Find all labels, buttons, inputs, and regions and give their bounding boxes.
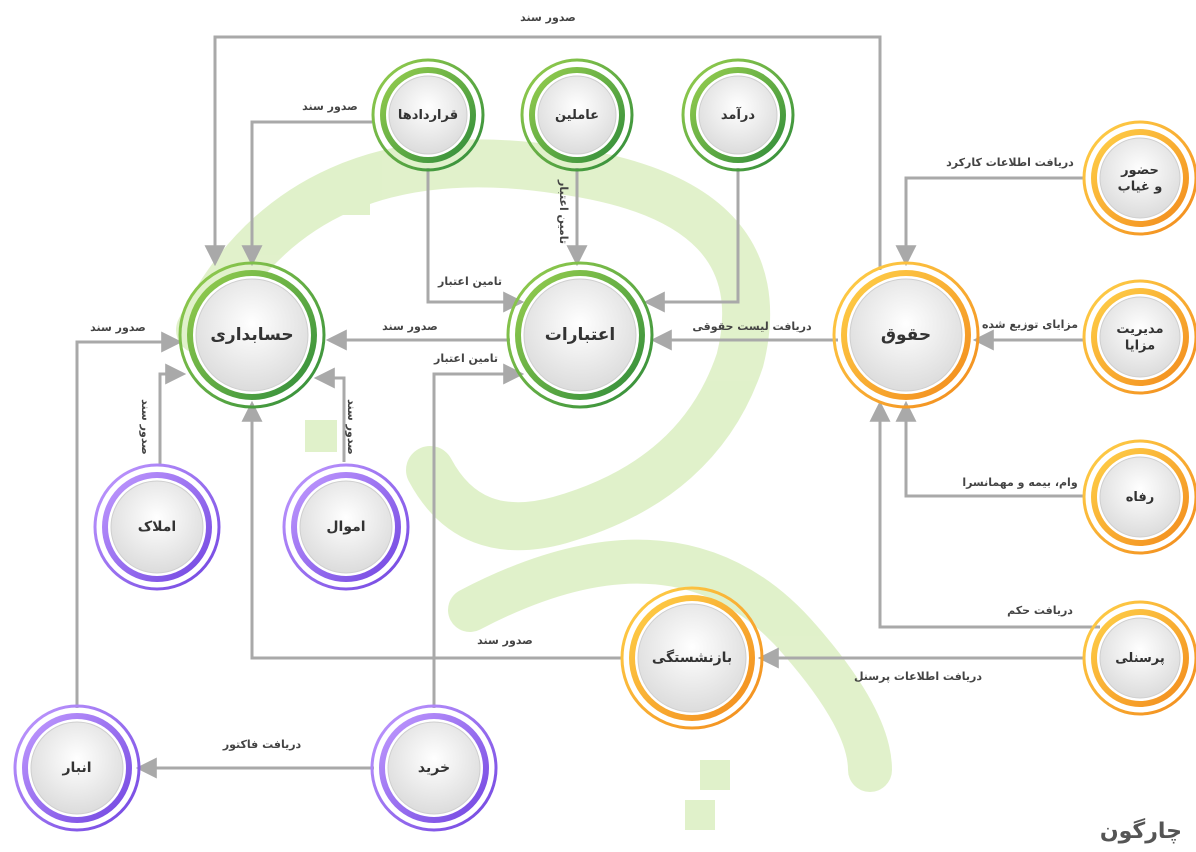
edge-amval-hesabdari — [313, 367, 346, 462]
node-amval: اموال — [282, 463, 410, 591]
node-label-amval: اموال — [326, 519, 365, 535]
label-tamin-gharardad: تامین اعتبار — [437, 275, 502, 288]
label-factor: دریافت فاکتور — [222, 738, 302, 751]
node-refah: رفاه — [1082, 439, 1196, 555]
brand-logo: چارگون — [1099, 819, 1183, 844]
node-label-personeli: پرسنلی — [1115, 651, 1165, 666]
node-kharid: خرید — [370, 704, 498, 832]
nodes-layer: حسابداری اعتبارات حقوق قراردادها عاملین درآمد… — [13, 58, 1196, 832]
node-personeli: پرسنلی — [1082, 600, 1196, 716]
label-vam: وام، بیمه و مهمانسرا — [962, 476, 1078, 489]
node-amelin: عاملین — [520, 58, 634, 172]
label-list-hoghoogh: دریافت لیست حقوقی — [692, 320, 812, 333]
node-etebarat: اعتبارات — [506, 261, 654, 409]
label-sodoor-bazneshastegi: صدور سند — [477, 634, 533, 647]
label-sodoor-etebarat: صدور سند — [382, 320, 438, 333]
edge-daramad-etebarat — [643, 168, 740, 313]
label-sodoor-amlak: صدور سند — [139, 399, 152, 455]
edge-bazneshastegi-hesabdari — [241, 400, 622, 660]
edge-top-loop — [204, 35, 882, 270]
node-label-kharid: خرید — [418, 760, 450, 776]
edge-anbar-hesabdari — [75, 331, 183, 708]
edge-personeli-hoghoogh — [869, 400, 1100, 629]
edge-gharardad-etebarat — [426, 168, 525, 313]
connector-lines — [75, 35, 1100, 779]
label-hozoor: دریافت اطلاعات کارکرد — [946, 156, 1074, 169]
edge-labels: صدور سند صدور سند تامین اعتبار تامین اعت… — [90, 11, 1078, 751]
node-gharardadha: قراردادها — [371, 58, 485, 172]
label-tamin-kharid: تامین اعتبار — [433, 352, 498, 365]
label-ettelaat-personel: دریافت اطلاعات پرسنل — [854, 670, 982, 683]
label-sodoor-gharardad: صدور سند — [302, 100, 358, 113]
node-label-gharardadha: قراردادها — [398, 108, 458, 123]
label-mazaya: مزایای توزیع شده — [982, 318, 1078, 331]
label-sodoor-top: صدور سند — [520, 11, 576, 24]
edge-refah-hoghoogh — [895, 400, 1084, 498]
edge-amlak-hesabdari — [158, 363, 187, 466]
node-hoghoogh: حقوق — [832, 261, 980, 409]
node-label-amelin: عاملین — [555, 108, 599, 123]
node-label-refah: رفاه — [1126, 490, 1155, 505]
node-label-etebarat: اعتبارات — [545, 325, 615, 345]
label-sodoor-amval: صدور سند — [345, 399, 358, 455]
node-label-hesabdari: حسابداری — [210, 325, 293, 345]
node-daramad: درآمد — [681, 58, 795, 172]
label-sodoor-left: صدور سند — [90, 321, 146, 334]
edge-gharardad-hesabdari — [241, 120, 372, 267]
edge-hozoor-hoghoogh — [895, 176, 1084, 267]
label-hokm: دریافت حکم — [1007, 604, 1073, 617]
node-bazneshastegi: بازنشستگی — [620, 586, 764, 730]
node-amlak: املاک — [93, 463, 221, 591]
node-hesabdari: حسابداری — [178, 261, 326, 409]
node-label-hoghoogh: حقوق — [881, 325, 931, 345]
watermark-logo — [176, 139, 892, 830]
edge-kharid-etebarat — [432, 363, 525, 708]
node-label-bazneshastegi: بازنشستگی — [652, 649, 732, 666]
node-label-anbar: انبار — [61, 760, 91, 776]
node-label-daramad: درآمد — [721, 106, 755, 123]
label-tamin-amelin: تامین اعتبار — [557, 179, 570, 244]
node-label-amlak: املاک — [138, 519, 176, 535]
node-anbar: انبار — [13, 704, 141, 832]
